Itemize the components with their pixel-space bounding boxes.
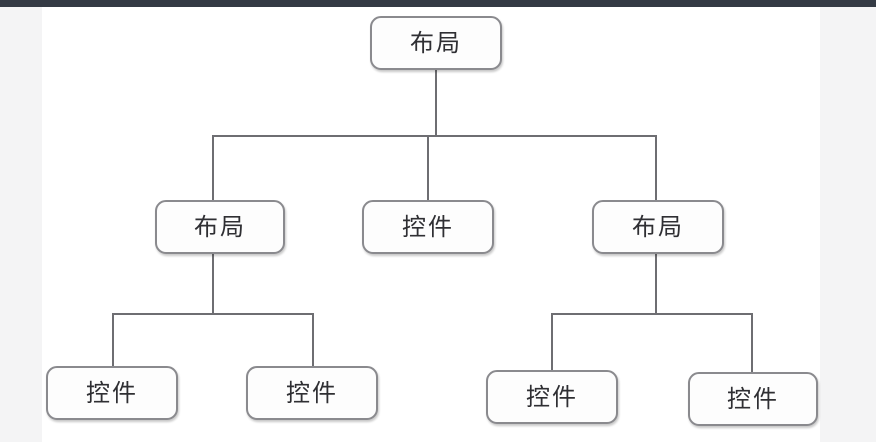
connector-drop-leaf-2 — [312, 313, 314, 367]
node-label: 布局 — [194, 213, 246, 241]
connector-drop-level2-left — [212, 135, 214, 201]
node-leaf-widget-3[interactable]: 控件 — [486, 370, 618, 424]
node-label: 布局 — [632, 213, 684, 241]
page-margin-left — [0, 0, 42, 442]
top-bar — [0, 0, 876, 7]
node-label: 控件 — [526, 383, 578, 411]
node-label: 控件 — [402, 213, 454, 241]
node-level2-widget-middle[interactable]: 控件 — [362, 200, 494, 254]
connector-left-bus — [112, 313, 314, 315]
node-label: 控件 — [286, 379, 338, 407]
node-label: 布局 — [410, 29, 462, 57]
node-level2-layout-right[interactable]: 布局 — [592, 200, 724, 254]
connector-drop-level2-right — [655, 135, 657, 201]
node-leaf-widget-4[interactable]: 控件 — [688, 372, 818, 426]
connector-right-stem — [655, 253, 657, 314]
connector-drop-leaf-3 — [551, 313, 553, 371]
node-leaf-widget-2[interactable]: 控件 — [246, 366, 378, 420]
connector-left-stem — [212, 253, 214, 314]
connector-drop-leaf-1 — [112, 313, 114, 367]
node-root-layout[interactable]: 布局 — [370, 16, 502, 70]
connector-drop-leaf-4 — [751, 313, 753, 373]
connector-level2-bus — [212, 135, 657, 137]
node-leaf-widget-1[interactable]: 控件 — [46, 366, 178, 420]
page-margin-right — [820, 0, 876, 442]
connector-root-stem — [435, 70, 437, 137]
node-label: 控件 — [86, 379, 138, 407]
node-level2-layout-left[interactable]: 布局 — [155, 200, 285, 254]
connector-right-bus — [551, 313, 753, 315]
connector-drop-level2-middle — [427, 135, 429, 201]
node-label: 控件 — [727, 385, 779, 413]
